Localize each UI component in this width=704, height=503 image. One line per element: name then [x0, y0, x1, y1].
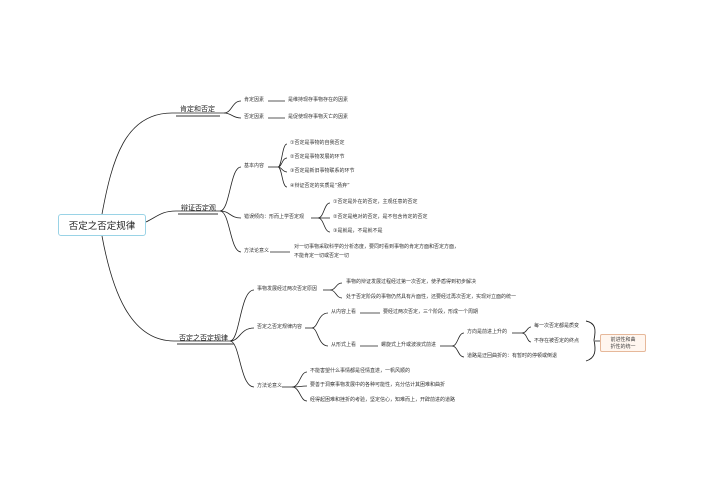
direction-label[interactable]: 方向是前进上升的 — [467, 329, 508, 335]
basic-item-2[interactable]: ②否定是事物发展的环节 — [290, 154, 345, 160]
form-view-desc[interactable]: 螺旋式上升或波浪式前进 — [381, 342, 437, 348]
negate-factor-label[interactable]: 否定因素 — [244, 114, 265, 120]
b3-method-item-2[interactable]: 要善于洞察事物发展中的各种可能性，充分估计其困难和曲折 — [310, 382, 446, 388]
b3-method-item-3[interactable]: 经得起困难和挫折的考验，坚定信心，知难而上，开辟前进的道路 — [310, 397, 456, 403]
branch-affirm-negate[interactable]: 肯定和否定 — [180, 105, 215, 113]
inner-view-desc[interactable]: 要经过两次否定，三个阶段，形成一个周期 — [383, 309, 479, 315]
basic-content-label[interactable]: 基本内容 — [244, 163, 265, 169]
basic-item-4[interactable]: ④辩证否定的实质是“扬弃” — [290, 183, 350, 189]
direction-item-2[interactable]: 不存在被否定的终点 — [534, 338, 580, 344]
negate-factor-desc[interactable]: 是促使现存事物灭亡的因素 — [288, 114, 349, 120]
wrong-item-2[interactable]: ②否定是绝对的否定，是不包含肯定的否定 — [333, 214, 428, 220]
inner-view-label[interactable]: 从内容上看 — [331, 309, 357, 315]
wrong-item-3[interactable]: ③是就是，不是就不是 — [333, 228, 383, 234]
wrong-item-1[interactable]: ①否定是外在的否定，主观任意的否定 — [333, 199, 418, 205]
wrong-tendency-label[interactable]: 错误倾向：形而上学否定观 — [244, 214, 305, 220]
affirm-factor-label[interactable]: 肯定因素 — [244, 97, 265, 103]
b3-method-item-1[interactable]: 不能害望什么事情都是径情直遂，一帆风顺的 — [310, 368, 411, 374]
summary-line-2: 折性的统一 — [610, 343, 636, 350]
principle-label[interactable]: 事物发展经过两次否定原因 — [257, 286, 318, 292]
basic-item-3[interactable]: ③否定是新旧事物联系的环节 — [290, 168, 355, 174]
root-topic[interactable]: 否定之否定规律 — [58, 214, 146, 236]
basic-item-1[interactable]: ①否定是事物的自我否定 — [290, 140, 345, 146]
b2-method-line-2[interactable]: 不能肯定一切或否定一切 — [294, 253, 350, 259]
b2-method-label[interactable]: 方法论意义 — [244, 248, 270, 254]
form-view-label[interactable]: 从形式上看 — [331, 342, 357, 348]
branch-negation-of-negation[interactable]: 否定之否定规律 — [179, 334, 228, 342]
principle-item-1[interactable]: 事物的辩证发展过程经过第一次否定，使矛盾得到初步解决 — [346, 279, 477, 285]
direction-item-1[interactable]: 每一次否定都是质变 — [534, 323, 580, 329]
edge-root-b3 — [101, 235, 175, 342]
b2-method-line-1[interactable]: 对一切事物采取科学的分析态度，要同时看到事物的肯定方面和否定方面， — [294, 244, 460, 250]
content-label[interactable]: 否定之否定规律内容 — [257, 324, 303, 330]
road-desc[interactable]: 道路是迂回曲折的：有暂时的停顿或倒退 — [467, 353, 558, 359]
b3-method-label[interactable]: 方法论意义 — [257, 383, 283, 389]
root-label: 否定之否定规律 — [68, 221, 136, 232]
summary-line-1: 前进性和曲 — [610, 337, 636, 343]
summary-box[interactable]: 前进性和曲 折性的统一 — [600, 334, 646, 352]
edge-root-b2 — [145, 210, 177, 223]
affirm-factor-desc[interactable]: 是维持现存事物存在的因素 — [288, 97, 349, 103]
edge-root-b1 — [101, 112, 173, 215]
principle-item-2[interactable]: 处于否定阶段的事物仍然具有片面性，还要经过再次否定，实现对立面的统一 — [346, 294, 517, 300]
branch-dialectical-negation[interactable]: 辩证否定观 — [181, 204, 216, 212]
